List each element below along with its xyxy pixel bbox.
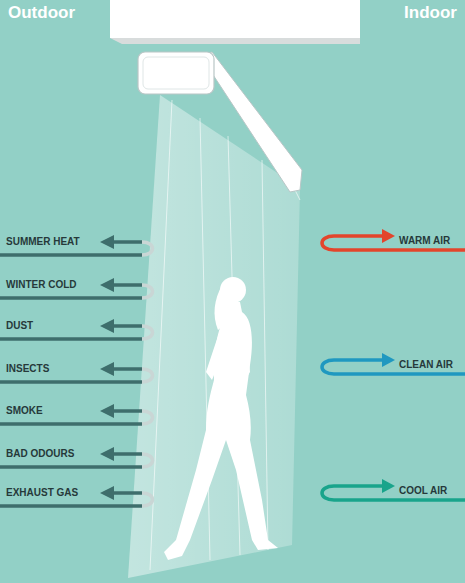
blocked-flow [0,278,153,298]
blocked-item: SMOKE [6,405,43,416]
blocked-flow [0,404,153,424]
retained-flow [322,479,465,500]
retained-air: COOL AIR [399,485,447,496]
ceiling-shadow [110,38,360,44]
region-heading: Indoor [404,4,457,23]
blocked-item: INSECTS [6,363,49,374]
blocked-item: SUMMER HEAT [6,236,80,247]
woman-silhouette [164,277,278,560]
blocked-item: EXHAUST GAS [6,487,78,498]
blocked-flow [0,235,153,255]
region-heading: Outdoor [8,4,75,23]
air-flow-arrows [0,229,465,506]
blocked-flow [0,362,153,382]
retained-flow [322,229,465,250]
air-curtain-unit [138,52,302,192]
retained-air: CLEAN AIR [399,359,453,370]
retained-air: WARM AIR [399,235,450,246]
blocked-item: BAD ODOURS [6,448,74,459]
blocked-item: DUST [6,320,33,331]
blocked-flow [0,319,153,339]
blocked-flow [0,447,153,467]
blocked-flow [0,486,153,506]
ceiling [110,0,360,38]
retained-flow [322,353,465,374]
blocked-item: WINTER COLD [6,279,77,290]
